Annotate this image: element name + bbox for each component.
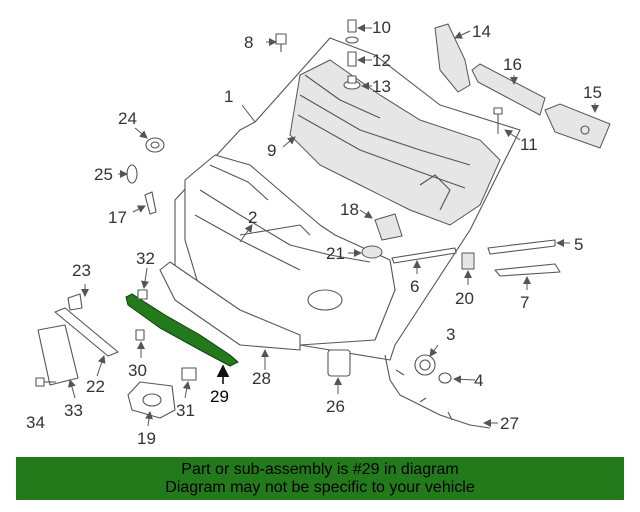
callout-10: 10 <box>372 18 391 37</box>
callout-28: 28 <box>252 369 271 388</box>
callout-34: 34 <box>26 413 45 432</box>
callout-12: 12 <box>372 51 391 70</box>
callout-2: 2 <box>248 208 257 227</box>
callout-31: 31 <box>176 401 195 420</box>
callout-24: 24 <box>118 109 137 128</box>
parts-diagram: 1 2 3 4 5 6 7 8 9 10 11 12 13 14 15 16 1… <box>26 18 611 448</box>
callout-20: 20 <box>455 289 474 308</box>
callout-6: 6 <box>410 277 419 296</box>
lower-spoiler <box>159 261 301 351</box>
callout-27: 27 <box>500 414 519 433</box>
callout-32: 32 <box>136 249 155 268</box>
highlighted-part-29 <box>125 293 239 367</box>
hardware-parts <box>35 19 611 429</box>
bumper-cover <box>184 154 396 346</box>
callout-25: 25 <box>94 165 113 184</box>
callout-9: 9 <box>267 141 276 160</box>
callout-5: 5 <box>574 235 583 254</box>
bumper-carrier <box>289 59 501 226</box>
callout-4: 4 <box>474 371 483 390</box>
callout-26: 26 <box>326 397 345 416</box>
callout-labels: 1 2 3 4 5 6 7 8 9 10 11 12 13 14 15 16 1… <box>26 18 602 448</box>
callout-8: 8 <box>244 33 253 52</box>
callout-16: 16 <box>503 55 522 74</box>
callout-11: 11 <box>520 135 538 154</box>
callout-30: 30 <box>128 361 147 380</box>
callout-3: 3 <box>446 325 455 344</box>
callout-15: 15 <box>583 83 602 102</box>
info-banner: Part or sub-assembly is #29 in diagram D… <box>16 457 624 500</box>
callout-17: 17 <box>108 208 127 227</box>
callout-23: 23 <box>72 261 91 280</box>
callout-14: 14 <box>472 22 491 41</box>
callout-22: 22 <box>86 377 105 396</box>
banner-line-2: Diagram may not be specific to your vehi… <box>165 479 475 496</box>
banner-line-1: Part or sub-assembly is #29 in diagram <box>181 461 459 478</box>
leader-lines <box>46 24 599 427</box>
callout-19: 19 <box>137 429 156 448</box>
callout-21: 21 <box>326 244 345 263</box>
callout-7: 7 <box>520 293 529 312</box>
callout-29: 29 <box>210 387 229 406</box>
callout-1: 1 <box>224 87 233 106</box>
callout-18: 18 <box>340 200 359 219</box>
callout-33: 33 <box>64 401 83 420</box>
callout-13: 13 <box>372 77 391 96</box>
